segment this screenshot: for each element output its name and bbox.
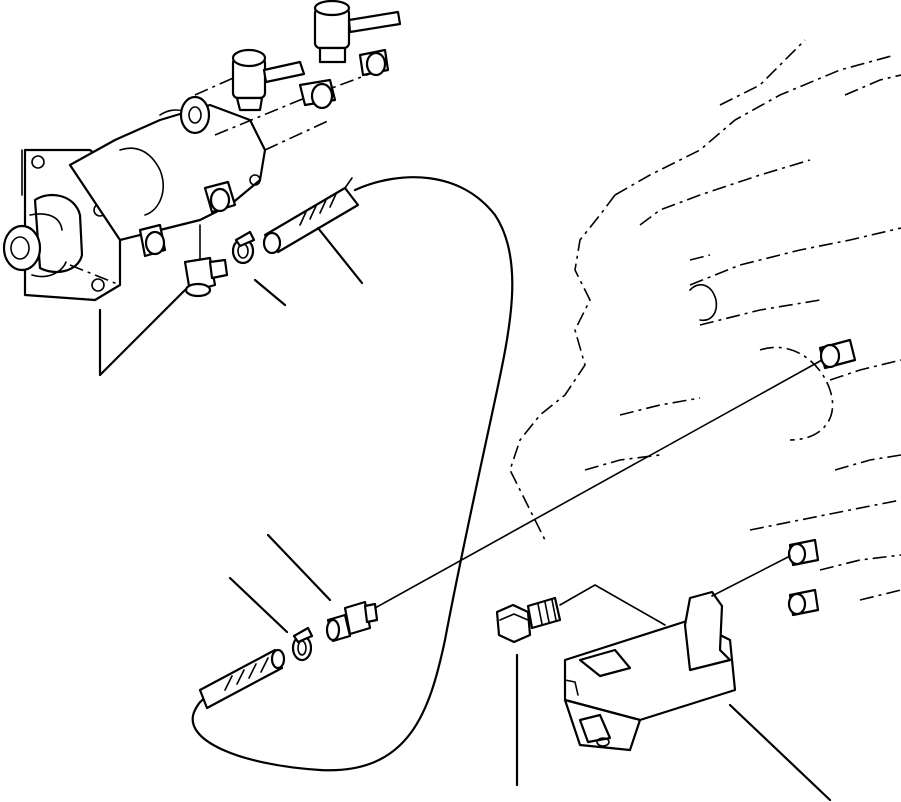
housing-stud-lower-2 <box>787 588 820 617</box>
valve-top-fitting-right <box>298 0 402 110</box>
hose-clamp-upper <box>231 230 256 265</box>
housing-stud-lower-1 <box>787 538 820 567</box>
tube-line <box>191 176 514 772</box>
transmission-housing <box>509 39 901 601</box>
valve-top-fitting-left <box>231 48 306 112</box>
alignment-line-connector <box>374 359 823 609</box>
bolt <box>495 596 562 644</box>
elbow-fitting <box>183 224 229 298</box>
leader-lines <box>98 226 832 802</box>
alignment-line-bracket <box>711 555 791 597</box>
connector-fitting <box>325 600 379 643</box>
hose-upper <box>262 177 360 255</box>
housing-stud-upper <box>689 284 857 370</box>
hose-lower <box>198 648 286 710</box>
air-valve-assembly <box>2 69 381 302</box>
mounting-bracket <box>563 590 737 752</box>
alignment-line-bolt <box>559 584 666 626</box>
hose-clamp-lower <box>291 626 314 662</box>
